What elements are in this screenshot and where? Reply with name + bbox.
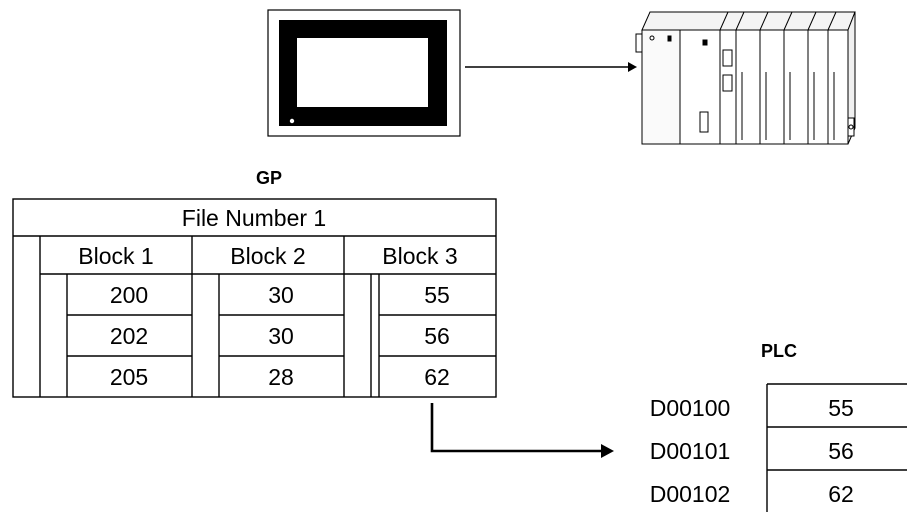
transfer-arrow <box>430 403 614 458</box>
connection-arrow <box>465 62 637 72</box>
gp-file-table <box>12 198 497 398</box>
gp-touch-panel-icon <box>267 9 461 137</box>
block-1-value: 200 <box>110 282 148 308</box>
block-3-header: Block 3 <box>382 243 457 269</box>
plc-address: D00100 <box>650 395 731 421</box>
block-2-header: Block 2 <box>230 243 305 269</box>
block-3-value: 56 <box>424 323 450 349</box>
plc-value: 62 <box>828 481 854 507</box>
block-1-value: 202 <box>110 323 148 349</box>
plc-value: 55 <box>828 395 854 421</box>
block-2-value: 28 <box>268 364 294 390</box>
block-3-value: 55 <box>424 282 450 308</box>
block-1-header: Block 1 <box>78 243 153 269</box>
plc-address: D00102 <box>650 481 731 507</box>
plc-value: 56 <box>828 438 854 464</box>
gp-label: GP <box>256 168 282 188</box>
block-1-value: 205 <box>110 364 148 390</box>
block-2-value: 30 <box>268 323 294 349</box>
plc-label: PLC <box>761 341 797 361</box>
block-3-value: 62 <box>424 364 450 390</box>
plc-address: D00101 <box>650 438 731 464</box>
plc-register-table <box>766 383 907 512</box>
block-2-value: 30 <box>268 282 294 308</box>
file-number-title: File Number 1 <box>182 205 326 231</box>
plc-rack-icon <box>635 11 856 145</box>
